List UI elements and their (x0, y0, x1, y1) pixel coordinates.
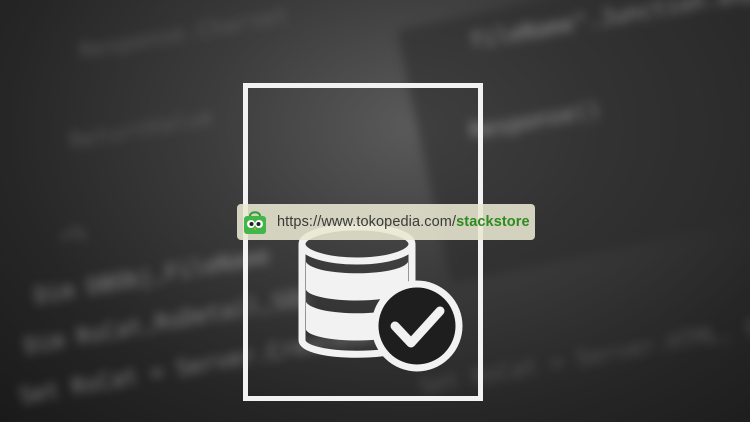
document-outline-icon (243, 83, 483, 401)
url-store-name: stackstore (456, 214, 530, 230)
check-mark-icon (390, 306, 445, 348)
database-check-icon (298, 223, 463, 372)
code-line: <% (57, 220, 89, 250)
shopping-bag-owl-icon (244, 211, 266, 234)
store-url-banner[interactable]: https://www.tokopedia.com/stackstore (237, 204, 535, 240)
store-url-link[interactable]: https://www.tokopedia.com/stackstore (277, 214, 530, 230)
url-prefix: https://www.tokopedia.com/ (277, 214, 457, 230)
code-line: Response.Charset (77, 3, 291, 65)
code-line: ReturnValue (67, 104, 216, 155)
check-circle-icon (371, 280, 463, 372)
